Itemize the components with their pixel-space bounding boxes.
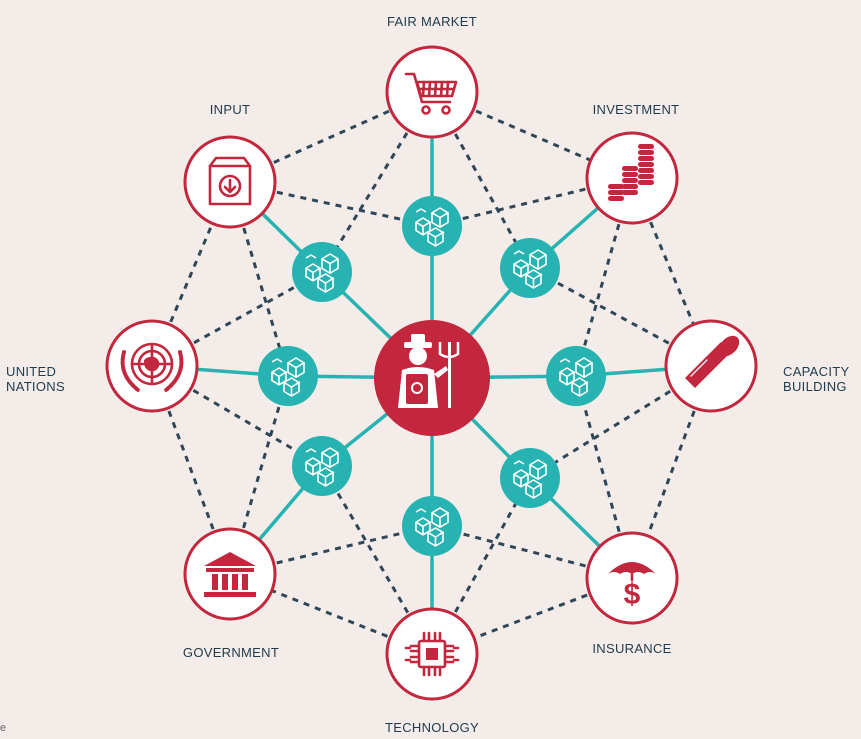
node-united-nations bbox=[105, 319, 199, 413]
node-capacity-building bbox=[664, 319, 758, 413]
cross-link bbox=[430, 91, 532, 269]
label-capacity-line-1: CAPACITY bbox=[783, 364, 850, 379]
node-technology bbox=[385, 607, 479, 701]
coin-stacks-icon bbox=[608, 144, 654, 201]
node-government bbox=[183, 527, 277, 621]
label-fair-market: FAIR MARKET bbox=[387, 14, 477, 29]
blockchain-node bbox=[402, 496, 462, 556]
government-building-icon bbox=[204, 552, 256, 597]
svg-text:$: $ bbox=[624, 578, 641, 611]
shopping-cart-icon bbox=[404, 72, 458, 115]
umbrella-dollar-icon: $ bbox=[608, 562, 656, 611]
blockchain-node bbox=[500, 238, 560, 298]
cross-link bbox=[228, 375, 290, 575]
cross-link bbox=[431, 176, 633, 228]
cross-link bbox=[229, 180, 433, 228]
cross-link bbox=[151, 270, 323, 368]
node-fair-market bbox=[385, 45, 479, 139]
blockchain-node bbox=[500, 448, 560, 508]
hub-node bbox=[374, 320, 490, 436]
microchip-icon bbox=[404, 631, 460, 677]
cross-link bbox=[529, 266, 712, 368]
blockchain-node-circle bbox=[292, 436, 352, 496]
cross-link bbox=[228, 181, 290, 377]
blockchain-cubes-icon bbox=[415, 507, 449, 547]
blockchain-node bbox=[402, 196, 462, 256]
label-un-line-2: NATIONS bbox=[6, 379, 65, 394]
blockchain-node bbox=[258, 346, 318, 406]
cross-link bbox=[151, 364, 323, 468]
cross-link bbox=[430, 477, 532, 655]
blockchain-node-circle bbox=[402, 196, 462, 256]
label-insurance: INSURANCE bbox=[592, 641, 672, 656]
blockchain-cubes-icon bbox=[305, 447, 339, 487]
blockchain-cubes-icon bbox=[415, 207, 449, 247]
farmer-icon bbox=[398, 334, 460, 408]
blockchain-node bbox=[292, 436, 352, 496]
ring-link bbox=[150, 181, 232, 367]
blockchain-node bbox=[292, 242, 352, 302]
node-circle bbox=[183, 527, 277, 621]
edge-stub-text: e bbox=[0, 722, 7, 734]
label-united-nations: UNITED NATIONS bbox=[6, 364, 65, 394]
blockchain-cubes-icon bbox=[513, 459, 547, 499]
cross-link bbox=[574, 177, 634, 377]
blockchain-node-circle bbox=[500, 448, 560, 508]
cross-link bbox=[431, 524, 633, 580]
node-insurance: $ bbox=[585, 531, 679, 625]
blockchain-node-circle bbox=[500, 238, 560, 298]
blockchain-cubes-icon bbox=[271, 357, 305, 397]
label-capacity-line-2: BUILDING bbox=[783, 379, 847, 394]
blockchain-node-circle bbox=[258, 346, 318, 406]
blockchain-node-circle bbox=[292, 242, 352, 302]
label-technology: TECHNOLOGY bbox=[384, 720, 480, 735]
blockchain-cubes-icon bbox=[559, 357, 593, 397]
node-investment bbox=[585, 131, 679, 225]
label-un-line-1: UNITED bbox=[6, 364, 57, 379]
node-circle bbox=[385, 45, 479, 139]
scroll-icon bbox=[685, 335, 740, 388]
stakeholder-nodes: $ bbox=[105, 45, 758, 701]
blockchain-node-circle bbox=[546, 346, 606, 406]
label-input: INPUT bbox=[209, 102, 251, 117]
label-government: GOVERNMENT bbox=[182, 645, 280, 660]
blockchain-nodes bbox=[258, 196, 606, 556]
cross-link bbox=[229, 524, 433, 576]
blockchain-node-circle bbox=[402, 496, 462, 556]
label-investment: INVESTMENT bbox=[592, 102, 680, 117]
blockchain-node bbox=[546, 346, 606, 406]
blockchain-cubes-icon bbox=[513, 249, 547, 289]
download-box-icon bbox=[208, 156, 252, 206]
label-capacity-building: CAPACITY BUILDING bbox=[783, 364, 849, 394]
node-input bbox=[183, 135, 277, 229]
un-emblem-icon bbox=[120, 342, 184, 392]
blockchain-cubes-icon bbox=[305, 253, 339, 293]
